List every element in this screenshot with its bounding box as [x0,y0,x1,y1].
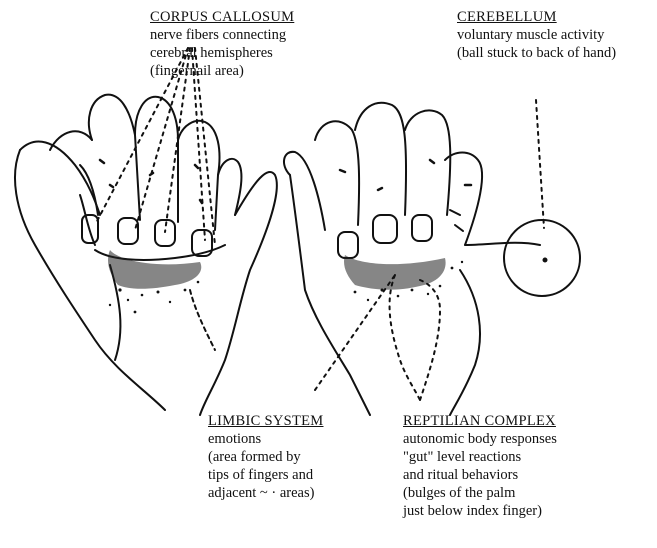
reptilian-complex-line-1: autonomic body responses [403,430,557,448]
corpus-callosum-line-2: cerebral hemispheres [150,44,294,62]
limbic-system-title: LIMBIC SYSTEM [208,412,323,430]
corpus-callosum-line-1: nerve fibers connecting [150,26,294,44]
reptilian-complex-line-2: "gut" level reactions [403,448,557,466]
reptilian-complex-line-4: (bulges of the palm [403,484,557,502]
leader-lines [95,48,544,400]
reptilian-complex-label: REPTILIAN COMPLEX autonomic body respons… [403,412,557,520]
limbic-system-line-3: tips of fingers and [208,466,323,484]
corpus-callosum-line-3: (fingernail area) [150,62,294,80]
limbic-system-line-2: (area formed by [208,448,323,466]
corpus-callosum-label: CORPUS CALLOSUM nerve fibers connecting … [150,8,294,80]
limbic-speckle [108,250,446,290]
reptilian-complex-line-5: just below index finger) [403,502,557,520]
cerebellum-title: CEREBELLUM [457,8,616,26]
reptilian-complex-title: REPTILIAN COMPLEX [403,412,557,430]
cerebellum-line-2: (ball stuck to back of hand) [457,44,616,62]
corpus-callosum-title: CORPUS CALLOSUM [150,8,294,26]
limbic-system-label: LIMBIC SYSTEM emotions (area formed by t… [208,412,323,502]
left-hand [15,95,277,415]
cerebellum-label: CEREBELLUM voluntary muscle activity (ba… [457,8,616,62]
limbic-system-line-4: adjacent ~ · areas) [208,484,323,502]
reptilian-complex-line-3: and ritual behaviors [403,466,557,484]
cerebellum-ball [504,220,580,296]
cerebellum-line-1: voluntary muscle activity [457,26,616,44]
right-hand [284,103,580,415]
limbic-system-line-1: emotions [208,430,323,448]
